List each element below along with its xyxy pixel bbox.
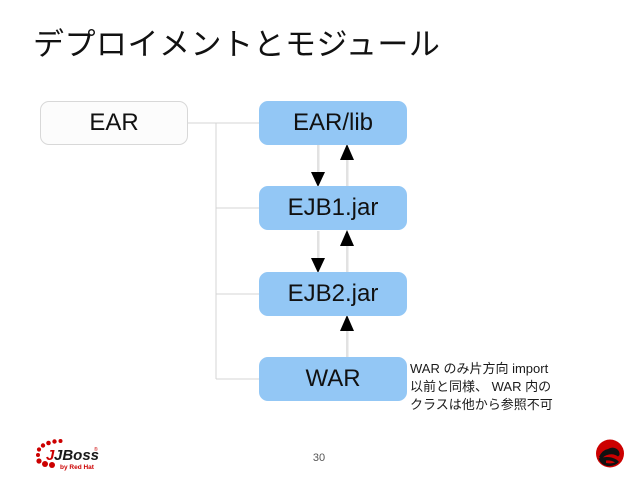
redhat-shadowman-logo	[596, 439, 624, 468]
node-war[interactable]: WAR	[259, 357, 407, 401]
page-title: デプロイメントとモジュール	[33, 27, 441, 62]
node-ejb2-jar[interactable]: EJB2.jar	[259, 272, 407, 316]
arrow-heads	[311, 144, 354, 331]
tree-connector-lines	[188, 122, 259, 380]
jboss-logo-j: J	[46, 447, 55, 464]
node-ear[interactable]: EAR	[40, 101, 188, 145]
war-import-annotation: WAR のみ片方向 import 以前と同様、 WAR 内の クラスは他から参照…	[410, 360, 610, 414]
redhat-logo-hat	[599, 447, 620, 459]
arrowhead-down-ejb1-to-ejb2	[311, 258, 325, 273]
arrowhead-down-earlib-to-ejb1	[311, 172, 325, 187]
node-ejb1-jar[interactable]: EJB1.jar	[259, 186, 407, 230]
arrowhead-up-ejb2-to-ejb1	[340, 230, 354, 246]
annotation-line-3: クラスは他から参照不可	[410, 397, 553, 412]
jboss-logo: J JBoss ® by Red Hat	[36, 439, 99, 471]
jboss-logo-dots	[36, 439, 63, 468]
arrowhead-up-war-to-ejb2	[340, 315, 354, 331]
page-number: 30	[312, 452, 326, 464]
node-ear-lib[interactable]: EAR/lib	[259, 101, 407, 145]
arrowhead-up-ejb1-to-earlib	[340, 144, 354, 160]
annotation-line-2: 以前と同様、 WAR 内の	[410, 379, 552, 394]
jboss-logo-text: JBoss	[54, 447, 99, 464]
jboss-logo-registered: ®	[94, 446, 98, 453]
jboss-logo-subtext: by Red Hat	[60, 464, 95, 471]
annotation-line-1: WAR のみ片方向 import	[410, 361, 549, 376]
redhat-logo-highlight	[606, 460, 615, 464]
